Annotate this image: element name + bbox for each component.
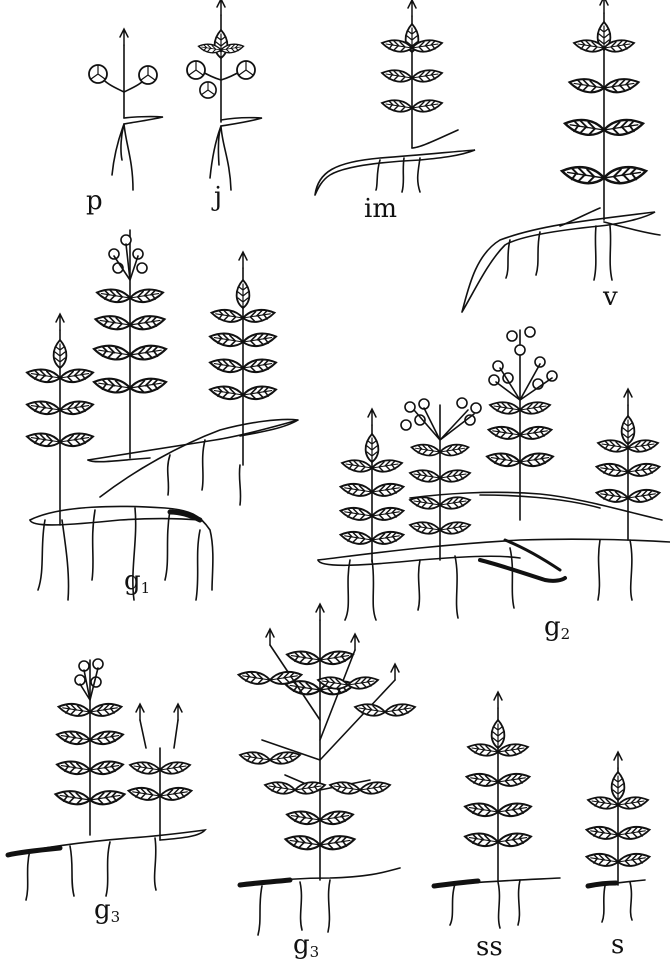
plant-g1	[27, 230, 298, 600]
plant-g3b	[239, 604, 416, 935]
label-s: s	[611, 932, 624, 960]
plant-g3a	[8, 659, 205, 900]
label-v: v	[603, 284, 618, 312]
plant-g2	[318, 327, 670, 620]
plant-j	[187, 0, 262, 190]
plant-v	[462, 0, 660, 312]
plant-s	[587, 752, 650, 922]
plant-ss	[434, 692, 560, 928]
label-g1: g1	[124, 568, 150, 596]
label-im: im	[364, 196, 397, 224]
plant-im	[315, 0, 475, 195]
label-g3-right: g3	[293, 932, 319, 960]
label-g3-left: g3	[94, 897, 120, 925]
plant-p	[89, 29, 163, 190]
label-ss: ss	[476, 934, 503, 962]
label-g2: g2	[544, 614, 570, 642]
label-j: j	[214, 184, 222, 212]
label-p: p	[86, 188, 103, 216]
